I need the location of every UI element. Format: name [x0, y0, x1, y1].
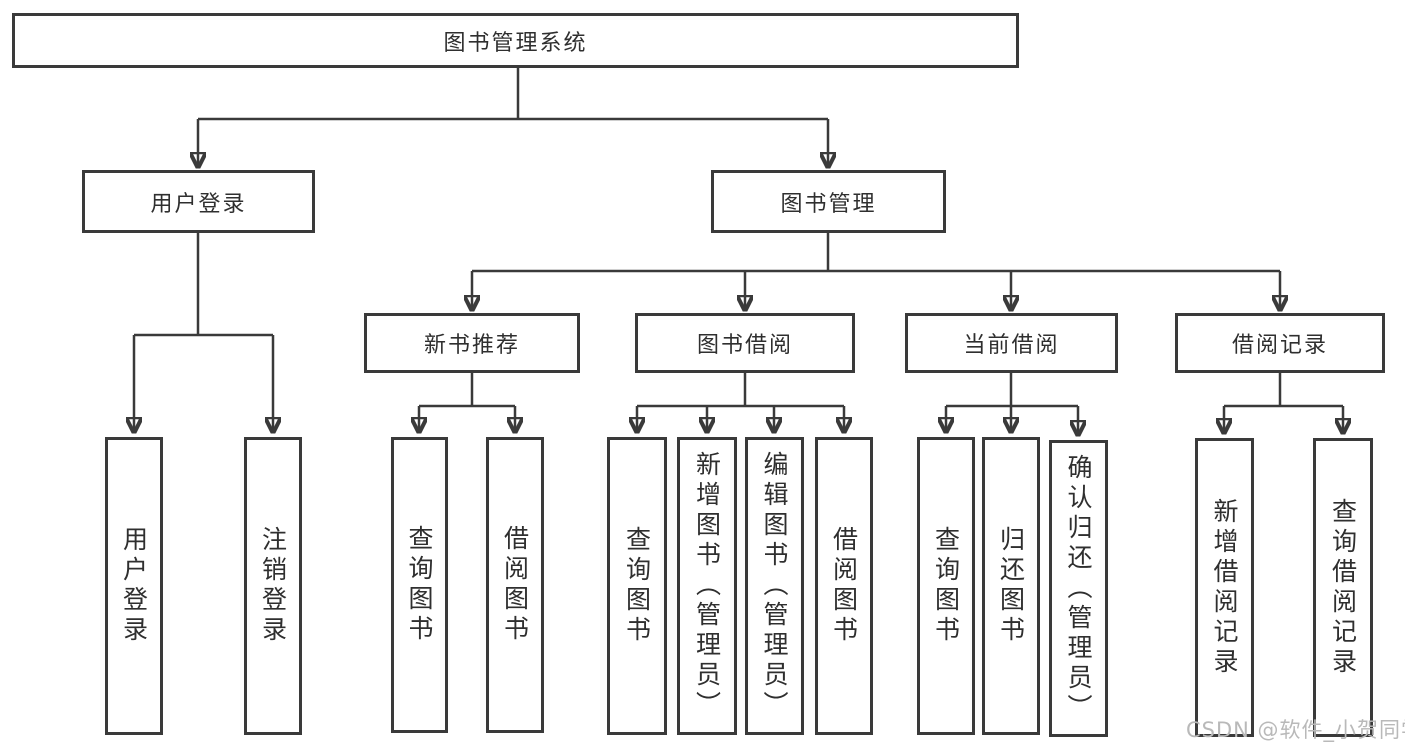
node-library-system: 图书管理系统	[12, 13, 1019, 68]
node-book-management: 图书管理	[711, 170, 946, 233]
node-edit-book-admin: 编辑图书（管理员）	[745, 437, 804, 735]
node-confirm-return-admin: 确认归还（管理员）	[1049, 440, 1108, 737]
node-user-login-branch: 用户登录	[82, 170, 315, 233]
node-current-borrowing: 当前借阅	[905, 313, 1118, 373]
node-new-book-recommend: 新书推荐	[364, 313, 580, 373]
node-query-books-borrowing: 查询图书	[607, 437, 667, 735]
node-user-login: 用户登录	[105, 437, 163, 735]
node-query-books-recommend: 查询图书	[391, 437, 448, 733]
node-add-borrow-record: 新增借阅记录	[1195, 438, 1254, 737]
node-borrow-books-borrowing: 借阅图书	[815, 437, 873, 735]
node-add-book-admin: 新增图书（管理员）	[677, 437, 737, 735]
node-return-books: 归还图书	[982, 437, 1040, 735]
node-query-books-current: 查询图书	[917, 437, 975, 735]
node-borrow-records: 借阅记录	[1175, 313, 1385, 373]
node-logout: 注销登录	[244, 437, 302, 735]
node-query-borrow-record: 查询借阅记录	[1313, 438, 1373, 737]
node-borrow-books-recommend: 借阅图书	[486, 437, 544, 733]
node-book-borrowing: 图书借阅	[635, 313, 855, 373]
csdn-watermark: CSDN @软件_小贺同学	[1186, 718, 1405, 742]
